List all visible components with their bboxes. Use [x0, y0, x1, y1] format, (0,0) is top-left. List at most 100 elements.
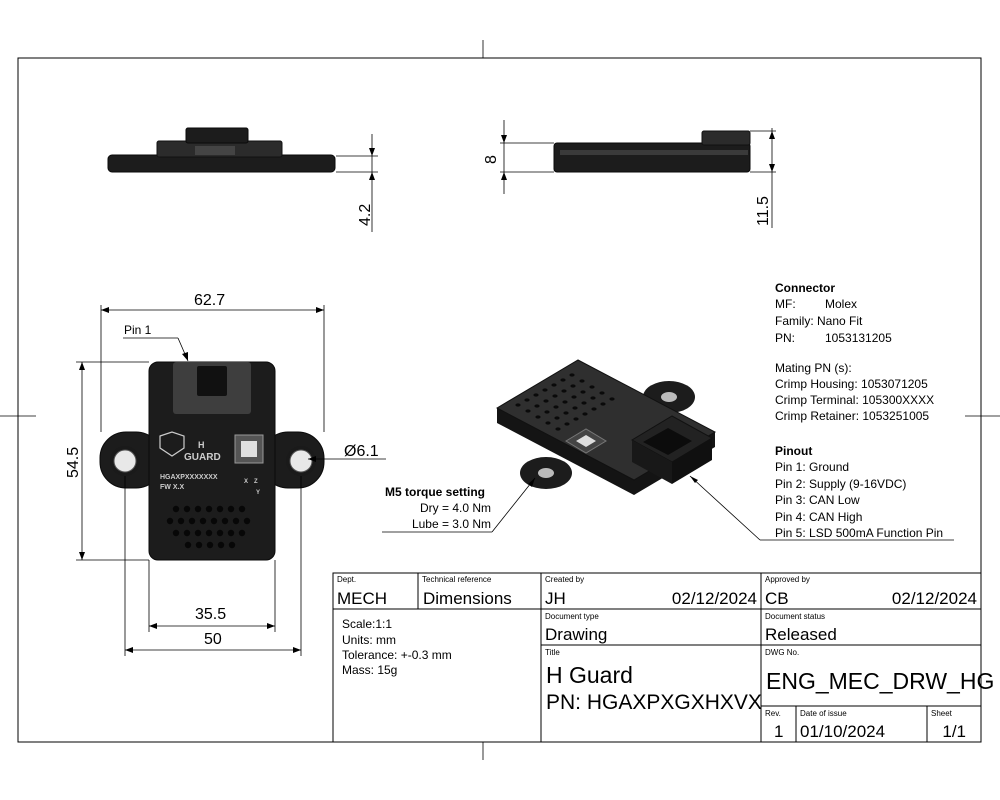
vent-hole: [188, 517, 196, 525]
front-view-dimensions: [76, 305, 386, 656]
vent-hole: [554, 416, 560, 420]
axis-x-label: X: [244, 479, 248, 485]
pinout-pin-3: Pin 3: CAN Low: [775, 493, 860, 507]
connector-mf-value: Molex: [825, 297, 857, 311]
vent-hole: [525, 409, 531, 413]
vent-hole: [573, 417, 579, 421]
vent-hole: [571, 395, 577, 399]
vent-hole: [600, 402, 606, 406]
device-brand-h: H: [198, 440, 205, 450]
vent-hole: [166, 517, 174, 525]
vent-hole: [216, 505, 224, 513]
vent-hole: [533, 393, 539, 397]
vent-hole: [232, 517, 240, 525]
tb-sheet-label: Sheet: [931, 709, 953, 718]
vent-hole: [228, 541, 236, 549]
vent-hole: [580, 390, 586, 394]
vent-hole: [591, 407, 597, 411]
tb-techref-value: Dimensions: [423, 589, 512, 608]
vent-hole: [579, 379, 585, 383]
tb-approved-label: Approved by: [765, 575, 810, 584]
vent-hole: [194, 529, 202, 537]
vent-hole: [564, 422, 570, 426]
vent-hole: [534, 404, 540, 408]
vent-hole: [570, 384, 576, 388]
tb-rev-value: 1: [774, 722, 783, 741]
tb-rev-label: Rev.: [765, 709, 781, 718]
dim-height-left: 54.5: [65, 447, 82, 478]
vent-hole: [172, 505, 180, 513]
axis-z-label: Z: [254, 479, 258, 485]
tb-techref-label: Technical reference: [422, 575, 492, 584]
vent-holes-iso: [515, 373, 615, 431]
tb-docstatus-value: Released: [765, 625, 837, 644]
connector-heading: Connector: [775, 281, 835, 295]
tb-mass: Mass: 15g: [342, 663, 397, 677]
device-part-text: HGAXPXXXXXXX: [160, 474, 218, 481]
dim-hole-diameter: Ø6.1: [344, 443, 379, 460]
vent-hole: [194, 505, 202, 513]
dim-width-top: 62.7: [194, 292, 225, 309]
tb-issue-value: 01/10/2024: [800, 722, 885, 741]
vent-hole: [560, 378, 566, 382]
vent-hole: [184, 541, 192, 549]
crimp-terminal: Crimp Terminal: 105300XXXX: [775, 393, 934, 407]
vent-hole: [177, 517, 185, 525]
tb-doctype-label: Document type: [545, 612, 599, 621]
vent-hole: [553, 405, 559, 409]
vent-hole: [555, 427, 561, 431]
vent-hole: [238, 505, 246, 513]
vent-hole: [589, 385, 595, 389]
vent-hole: [563, 411, 569, 415]
crimp-retainer: Crimp Retainer: 1053251005: [775, 409, 929, 423]
vent-hole: [562, 400, 568, 404]
vent-hole: [183, 505, 191, 513]
tb-title-line2: PN: HGAXPXGXHXVX: [546, 691, 762, 714]
tb-scale: Scale:1:1: [342, 617, 392, 631]
torque-lube: Lube = 3.0 Nm: [412, 517, 491, 531]
device-fw-text: FW X.X: [160, 484, 184, 491]
vent-hole: [524, 398, 530, 402]
tb-dwg-label: DWG No.: [765, 648, 799, 657]
tb-title-label: Title: [545, 648, 560, 657]
title-block: [332, 572, 982, 743]
vent-hole: [183, 529, 191, 537]
vent-hole: [217, 541, 225, 549]
vent-hole: [206, 541, 214, 549]
vent-hole: [210, 517, 218, 525]
vent-hole: [572, 406, 578, 410]
pin1-label: Pin 1: [124, 323, 152, 337]
vent-hole: [515, 403, 521, 407]
vent-hole: [552, 394, 558, 398]
vent-hole: [216, 529, 224, 537]
pinout-pin-5: Pin 5: LSD 500mA Function Pin: [775, 526, 943, 540]
connector-pn-label: PN:: [775, 331, 795, 345]
tb-tolerance: Tolerance: +-0.3 mm: [342, 648, 452, 662]
vent-hole: [542, 388, 548, 392]
mating-heading: Mating PN (s):: [775, 361, 852, 375]
tb-dwg-value: ENG_MEC_DRW_HG: [766, 668, 994, 694]
tb-units: Units: mm: [342, 633, 396, 647]
connector-mf-label: MF:: [775, 297, 796, 311]
pinout-pin-2: Pin 2: Supply (9-16VDC): [775, 477, 906, 491]
dim-overall-width: 50: [204, 631, 222, 648]
axis-y-label: Y: [256, 490, 260, 496]
vent-hole: [205, 505, 213, 513]
vent-hole: [582, 412, 588, 416]
tb-issue-label: Date of issue: [800, 709, 847, 718]
vent-hole: [205, 529, 213, 537]
vent-hole: [243, 517, 251, 525]
tb-dept-label: Dept.: [337, 575, 356, 584]
dim-front-thickness: 4.2: [357, 204, 374, 226]
crimp-housing: Crimp Housing: 1053071205: [775, 377, 928, 391]
vent-hole: [569, 373, 575, 377]
vent-holes-front: [166, 505, 251, 549]
pinout-heading: Pinout: [775, 444, 812, 458]
torque-dry: Dry = 4.0 Nm: [420, 501, 491, 515]
pinout-pin-4: Pin 4: CAN High: [775, 510, 862, 524]
vent-hole: [590, 396, 596, 400]
vent-hole: [195, 541, 203, 549]
side-view: [500, 120, 776, 228]
isometric-view: [495, 359, 717, 495]
vent-hole: [535, 415, 541, 419]
